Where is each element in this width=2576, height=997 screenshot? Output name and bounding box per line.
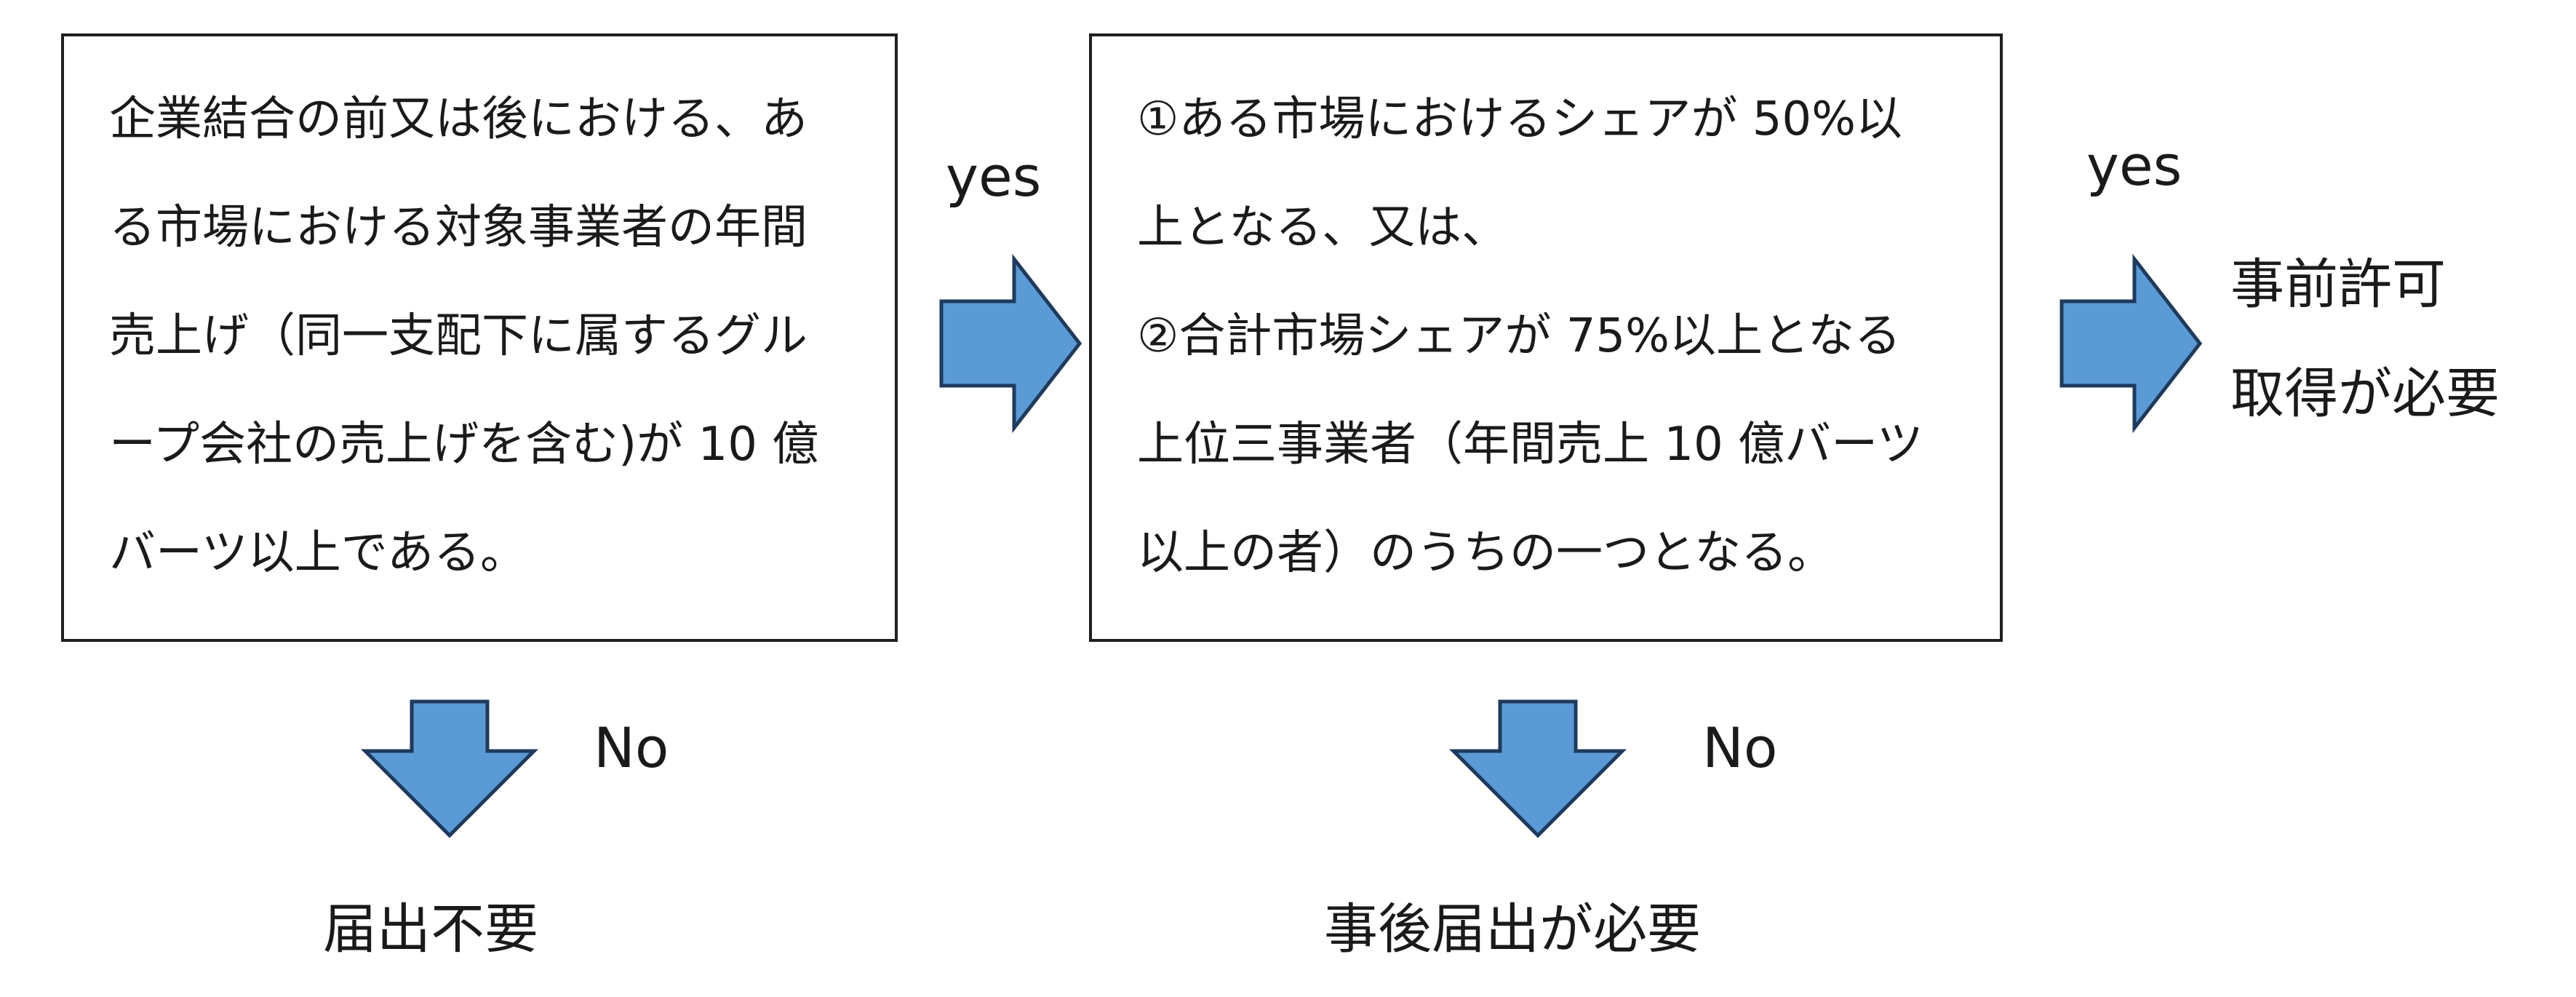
arrow-down-icon bbox=[1448, 699, 1627, 838]
yes-label-2: yes bbox=[2086, 133, 2182, 198]
result-prior-approval-line: 事前許可 bbox=[2230, 253, 2446, 316]
condition-2-line: ①ある市場におけるシェアが 50%以 bbox=[1137, 92, 1902, 146]
condition-box-2: ①ある市場におけるシェアが 50%以 上となる、又は、 ②合計市場シェアが 75… bbox=[1089, 33, 2003, 642]
condition-1-line: バーツ以上である。 bbox=[109, 526, 527, 580]
result-prior-approval-line: 取得が必要 bbox=[2230, 362, 2500, 425]
condition-box-2-text: ①ある市場におけるシェアが 50%以 上となる、又は、 ②合計市場シェアが 75… bbox=[1137, 65, 1971, 608]
arrow-right-icon bbox=[939, 253, 1082, 434]
condition-1-line: 売上げ（同一支配下に属するグル bbox=[109, 309, 808, 363]
no-label-1: No bbox=[594, 715, 669, 780]
condition-2-line: ②合計市場シェアが 75%以上となる bbox=[1137, 309, 1902, 363]
condition-box-1: 企業結合の前又は後における、あ る市場における対象事業者の年間 売上げ（同一支配… bbox=[61, 33, 898, 642]
condition-1-line: ープ会社の売上げを含む)が 10 億 bbox=[109, 418, 819, 472]
result-post-filing: 事後届出が必要 bbox=[1324, 898, 1701, 961]
condition-1-line: 企業結合の前又は後における、あ bbox=[109, 92, 808, 146]
result-prior-approval: 事前許可 取得が必要 bbox=[2230, 230, 2500, 448]
condition-2-line: 上位三事業者（年間売上 10 億バーツ bbox=[1137, 418, 1923, 472]
condition-2-line: 以上の者）のうちの一つとなる。 bbox=[1137, 526, 1835, 580]
no-label-2: No bbox=[1702, 715, 1778, 780]
arrow-down-icon bbox=[360, 699, 539, 838]
condition-1-line: る市場における対象事業者の年間 bbox=[109, 201, 808, 255]
arrow-right-icon bbox=[2059, 253, 2203, 434]
condition-box-1-text: 企業結合の前又は後における、あ る市場における対象事業者の年間 売上げ（同一支配… bbox=[109, 65, 866, 608]
yes-label-1: yes bbox=[946, 144, 1042, 209]
condition-2-line: 上となる、又は、 bbox=[1137, 201, 1509, 255]
result-no-filing: 届出不要 bbox=[323, 898, 538, 961]
